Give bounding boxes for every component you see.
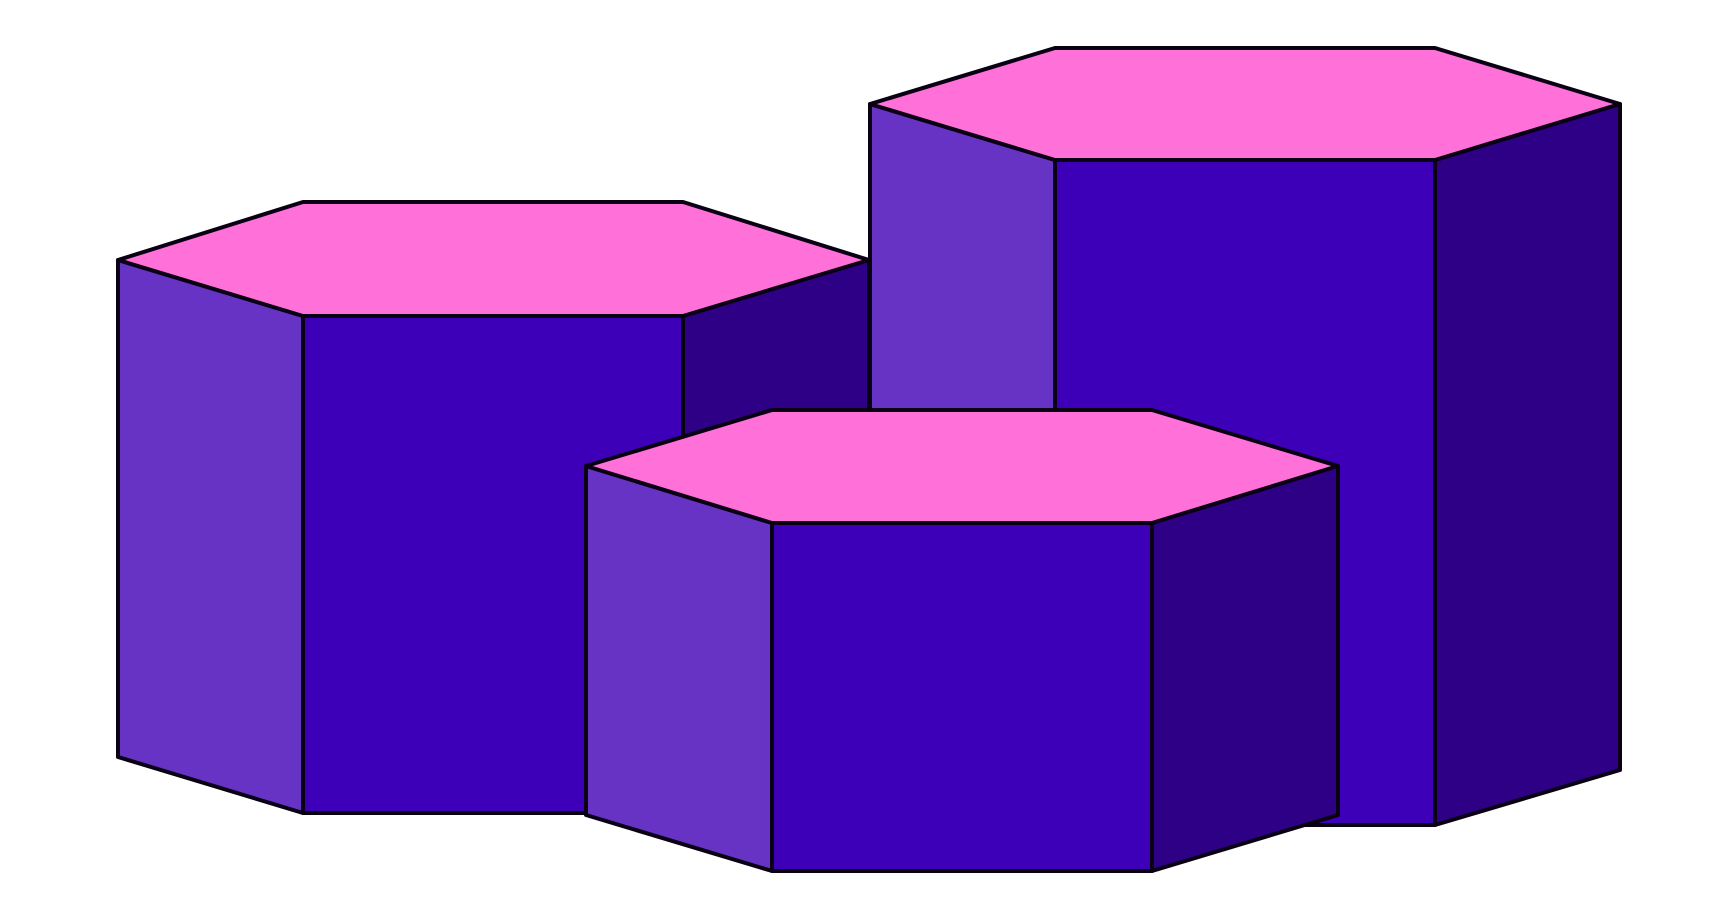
prism-back-right-right-face: [1433, 102, 1622, 827]
prism-front-center: [584, 408, 1340, 873]
prism-front-center-top-face: [584, 408, 1340, 525]
prism-back-left-left-face: [116, 258, 305, 815]
prism-front-center-right-face: [1150, 464, 1340, 873]
prism-back-left-top-face: [116, 200, 871, 318]
prism-back-right-top-face: [868, 46, 1622, 162]
prism-front-center-left-face: [584, 464, 774, 873]
prism-front-center-front-face: [770, 521, 1154, 873]
